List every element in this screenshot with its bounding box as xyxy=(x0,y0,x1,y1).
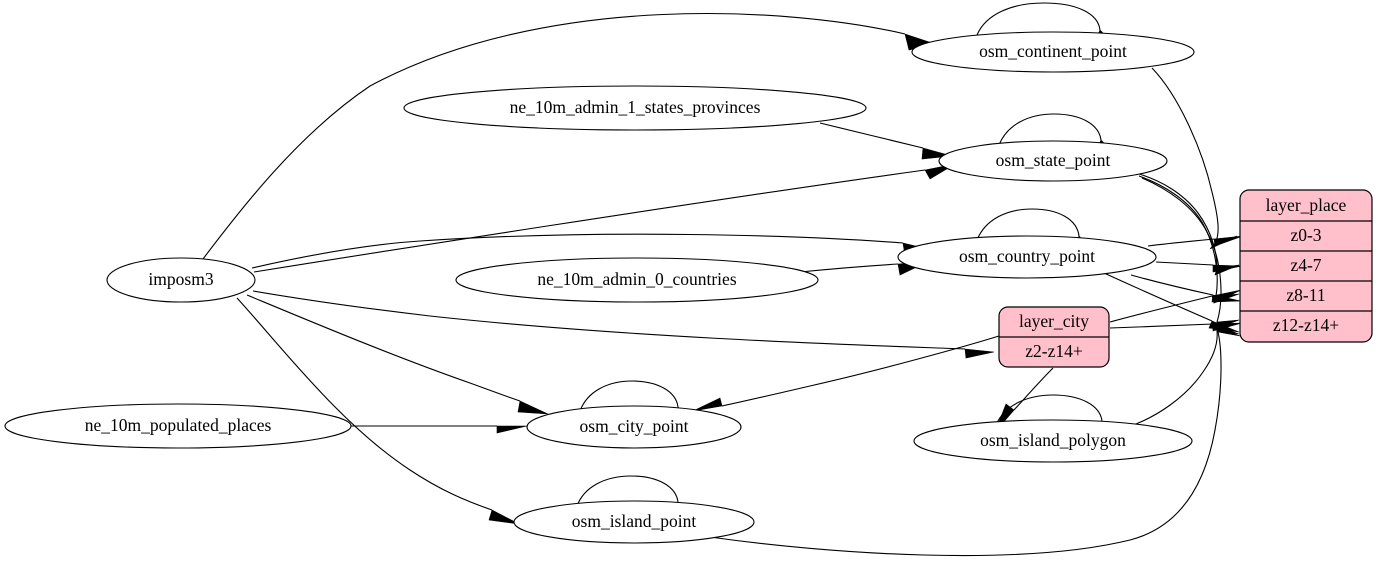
node-osm_continent_point[interactable]: osm_continent_point xyxy=(911,31,1195,73)
record-layer_place[interactable]: layer_place z0-3 z4-7 z8-11 z12-z14+ xyxy=(1239,189,1373,343)
node-osm_island_polygon[interactable]: osm_island_polygon xyxy=(913,419,1193,463)
edge-imposm3-to-layer_city xyxy=(252,290,995,359)
edge-imposm3-to-osm_state_point xyxy=(253,163,956,273)
edge-osm_state_point-to-layer_place-z12-z14plus xyxy=(1141,177,1240,330)
edge-osm_island_point-to-layer_place-z12-z14plus xyxy=(709,325,1241,557)
edge-layer_city-to-osm_city_point xyxy=(692,335,1000,412)
edge-osm_country_point-to-layer_place-z0-3 xyxy=(1147,235,1244,247)
edge-osm_island_polygon-to-layer_place-z12-z14plus xyxy=(1127,324,1240,428)
edge-osm_country_point-to-layer_place-z4-7 xyxy=(1155,261,1243,273)
node-ne_10m_admin_0_countries[interactable]: ne_10m_admin_0_countries xyxy=(455,257,819,303)
edge-ne_states-to-osm_state_point xyxy=(819,122,953,160)
record-layer: layer_place z0-3 z4-7 z8-11 z12-z14+ lay… xyxy=(998,189,1373,368)
record-layer_city[interactable]: layer_city z2-z14+ xyxy=(998,306,1110,368)
node-ne_10m_populated_places[interactable]: ne_10m_populated_places xyxy=(4,403,352,449)
node-imposm3[interactable]: imposm3 xyxy=(106,257,256,303)
edge-imposm3-to-osm_city_point xyxy=(246,294,549,415)
node-layer: imposm3 ne_10m_admin_1_states_provinces … xyxy=(4,31,1195,544)
edge-imposm3-to-osm_island_point xyxy=(236,297,520,525)
node-ne_10m_admin_1_states_provinces[interactable]: ne_10m_admin_1_states_provinces xyxy=(403,85,867,131)
edge-layer_city-to-layer_place-z8-11 xyxy=(1109,289,1242,323)
node-osm_country_point[interactable]: osm_country_point xyxy=(897,235,1157,279)
node-osm_state_point[interactable]: osm_state_point xyxy=(938,140,1168,182)
node-osm_island_point[interactable]: osm_island_point xyxy=(513,500,755,544)
edge-ne_populated-to-osm_city_point xyxy=(351,425,528,434)
node-osm_city_point[interactable]: osm_city_point xyxy=(526,405,742,449)
